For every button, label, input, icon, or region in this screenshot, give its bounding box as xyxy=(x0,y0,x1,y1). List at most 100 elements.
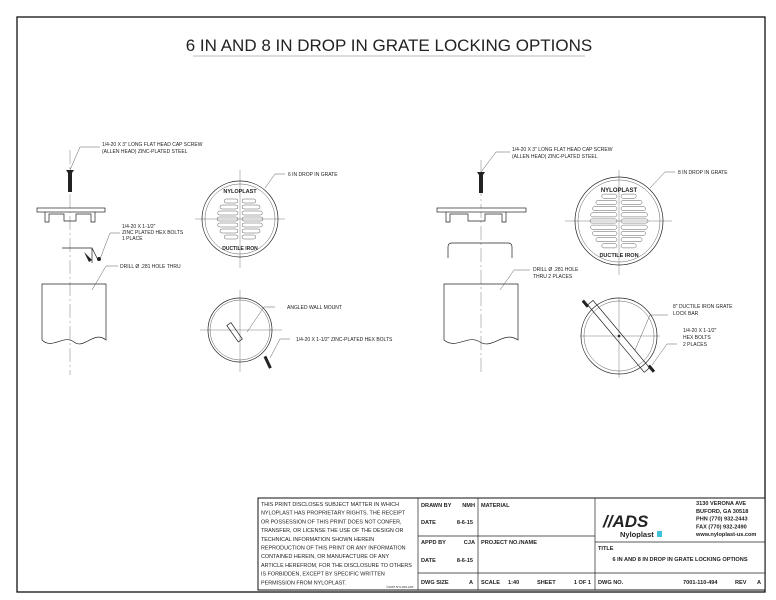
rev-value: A xyxy=(757,580,761,586)
grate-slot xyxy=(620,218,649,224)
grate-slot xyxy=(241,204,261,210)
title-block: THIS PRINT DISCLOSES SUBJECT MATTER IN W… xyxy=(257,497,766,591)
project-label: PROJECT NO./NAME xyxy=(481,540,537,546)
disclaimer-line: TECHNICAL INFORMATION SHOWN HEREIN xyxy=(261,537,374,543)
dwg-no-value: 7001-110-494 xyxy=(683,580,718,586)
grate-material-text: DUCTILE IRON xyxy=(599,253,638,259)
sheet-value: 1 OF 1 xyxy=(574,580,591,586)
drawing-title: 6 IN AND 8 IN DROP IN GRATE LOCKING OPTI… xyxy=(186,36,593,55)
grate-slot xyxy=(216,216,239,222)
grate-brand-text: NYLOPLAST xyxy=(223,189,257,195)
grate-section xyxy=(436,207,527,213)
dwg-no-label: DWG NO. xyxy=(598,580,624,586)
disclaimer-line: PERMISSION FROM NYLOPLAST. xyxy=(261,580,346,586)
dwg-size-label: DWG SIZE xyxy=(421,580,449,586)
grate-slot xyxy=(592,231,618,236)
grate-slot xyxy=(224,198,239,204)
drill-note-line2: THRU 2 PLACES xyxy=(533,274,573,280)
grate-slot xyxy=(219,204,239,210)
grate-slot xyxy=(620,200,643,205)
grate-section xyxy=(36,207,106,213)
disclaimer-line: ARTICLE HEREFROM, FOR THE DISCLOSURE TO … xyxy=(261,563,412,569)
bolt-note-line3: 1 PLACE xyxy=(122,236,143,242)
disclaimer-line: OR POSSESSION OF THIS PRINT DOES NOT CON… xyxy=(261,519,402,525)
address-line: www.nyloplast-us.com xyxy=(695,532,756,538)
disclaimer-line: NYLOPLAST HAS PROPRIETARY RIGHTS. THE RE… xyxy=(261,511,406,517)
disclaimer-line: THIS PRINT DISCLOSES SUBJECT MATTER IN W… xyxy=(261,502,399,508)
drawn-by-label: DRAWN BY xyxy=(421,503,452,509)
sheet-label: SHEET xyxy=(537,580,556,586)
disclaimer-text: THIS PRINT DISCLOSES SUBJECT MATTER IN W… xyxy=(261,502,412,586)
grate-slot xyxy=(601,243,618,249)
lock-bar-section xyxy=(447,242,513,258)
disclaimer-line: CONTAINED HEREIN, OR MANUFACTURE OF ANY xyxy=(261,554,389,560)
grate-slot xyxy=(620,212,648,218)
grate-slot xyxy=(241,216,264,222)
angled-wall-mount xyxy=(62,247,99,263)
eight-inch-grate-plan: NYLOPLAST DUCTILE IRON 8 IN DROP IN GRAT… xyxy=(565,170,728,275)
lockbar-note-line2: LOCK BAR xyxy=(673,311,699,317)
grate-slot xyxy=(217,210,239,216)
hex-bolt-note-line2: HEX BOLTS xyxy=(683,335,711,341)
grate-slot xyxy=(589,218,618,224)
cap-screw-icon xyxy=(479,172,483,193)
disclaimer-line: REPRODUCTION OF THIS PRINT OR ANY INFORM… xyxy=(261,546,406,552)
grate-slot xyxy=(620,237,643,242)
grate-slot xyxy=(241,198,256,204)
hex-bolt-icon xyxy=(263,355,272,369)
grate-slot xyxy=(592,206,618,211)
grate-slot xyxy=(217,222,239,228)
grate-slot xyxy=(224,234,239,240)
screw-note: 1/4-20 X 3" LONG FLAT HEAD CAP SCREW xyxy=(512,147,613,153)
cap-screw-icon xyxy=(68,170,72,192)
hex-bolt-icon xyxy=(647,364,656,373)
grate-material-text: DUCTILE IRON xyxy=(222,246,258,252)
disclaimer-line: IS FORBIDDEN, EXCEPT BY SPECIFIC WRITTEN xyxy=(261,572,385,578)
grate-slot xyxy=(620,206,646,211)
sheet-border xyxy=(16,16,766,593)
rev-label: REV xyxy=(735,580,747,586)
six-inch-grate-plan: NYLOPLAST DUCTILE IRON 6 IN DROP IN GRAT… xyxy=(195,170,338,268)
material-label: MATERIAL xyxy=(481,503,510,509)
pipe-section xyxy=(41,283,107,345)
address-line: FAX (770) 932-2490 xyxy=(696,524,747,530)
hex-bolt-note: 1/4-20 X 1-1/2" xyxy=(683,328,717,334)
date-label-2: DATE xyxy=(421,558,436,564)
grate-slot xyxy=(241,228,261,234)
hex-bolt-icon xyxy=(581,299,590,308)
lockbar-note: 8" DUCTILE IRON GRATE xyxy=(673,304,733,310)
nyloplast-logo-mark xyxy=(657,531,662,537)
grate-slot xyxy=(595,200,618,205)
drill-note: DRILL Ø .281 HOLE THRU xyxy=(120,264,181,270)
screw-note-line2: (ALLEN HEAD) ZINC-PLATED STEEL xyxy=(102,149,188,155)
grate-slot xyxy=(241,210,263,216)
hex-bolt-note-line3: 2 PLACES xyxy=(683,342,708,348)
grate-note: 6 IN DROP IN GRATE xyxy=(288,172,338,178)
grate-slot xyxy=(590,212,618,218)
left-section-view: 1/4-20 X 3" LONG FLAT HEAD CAP SCREW(ALL… xyxy=(36,142,203,375)
ads-logo: //ADS xyxy=(602,512,649,531)
bolt-note-line2: ZINC PLATED HEX BOLTS xyxy=(122,230,184,236)
lock-bar xyxy=(587,299,651,373)
title-label: TITLE xyxy=(598,546,614,552)
copyright: ©2007 NYLOPLAST xyxy=(386,585,414,589)
bolt-note: 1/4-20 X 1-1/2" xyxy=(122,224,156,230)
mount-note: ANGLED WALL MOUNT xyxy=(287,305,342,311)
svg-text:1/4-20 X 3" LONG FLAT HEAD CAP: 1/4-20 X 3" LONG FLAT HEAD CAP SCREW(ALL… xyxy=(512,147,613,160)
address-line: PHN (770) 932-2443 xyxy=(696,517,748,523)
screw-note-line2: (ALLEN HEAD) ZINC-PLATED STEEL xyxy=(512,154,598,160)
grate-slot xyxy=(620,193,637,199)
dwg-size-value: A xyxy=(469,580,473,586)
pipe-section xyxy=(443,283,519,345)
grate-slot xyxy=(241,222,263,228)
address-line: BUFORD, GA 30518 xyxy=(696,509,748,515)
grate-note: 8 IN DROP IN GRATE xyxy=(678,170,728,176)
hex-bolt-note: 1/4-20 X 1-1/2" ZINC-PLATED HEX BOLTS xyxy=(296,337,393,343)
grate-brand-text: NYLOPLAST xyxy=(601,188,638,194)
screw-note: 1/4-20 X 3" LONG FLAT HEAD CAP SCREW xyxy=(102,142,203,148)
